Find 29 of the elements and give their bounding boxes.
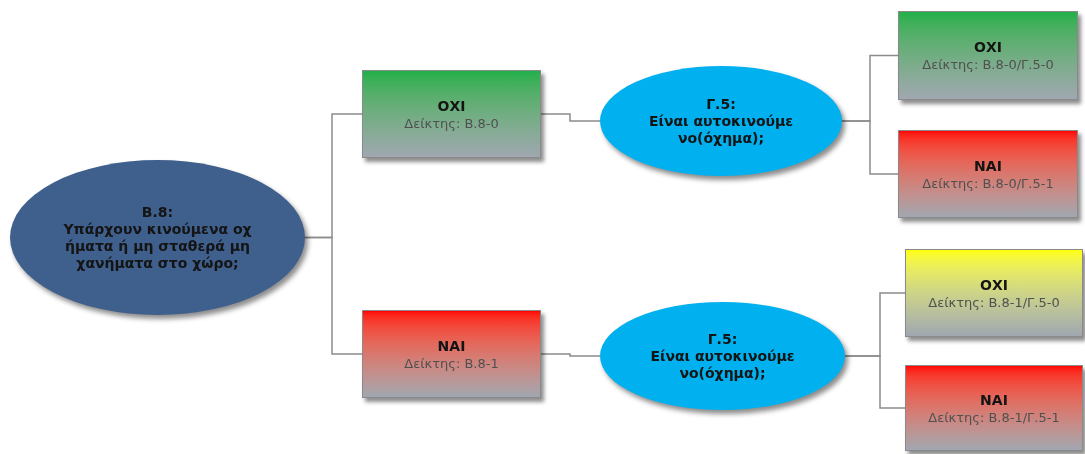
question-text: Είναι αυτοκινούμενο(όχημα); (649, 347, 796, 382)
question-text: Είναι αυτοκινούμενο(όχημα); (647, 112, 795, 147)
index-code: Δείκτης: Β.8-1/Γ.5-1 (928, 408, 1060, 426)
answer-label: ΝΑΙ (974, 156, 1002, 175)
answer-label: ΝΑΙ (437, 336, 466, 355)
index-code: Δείκτης: Β.8-0 (404, 114, 499, 132)
answer-label: ΝΑΙ (980, 390, 1008, 409)
index-code: Δείκτης: Β.8-1 (404, 354, 499, 372)
connector-line (540, 353, 601, 357)
answer-box (898, 130, 1078, 218)
connector-line (841, 120, 899, 175)
connector-line (540, 113, 601, 122)
question-code: Γ.5: (706, 95, 736, 113)
index-code: Δείκτης: Β.8-0/Γ.5-0 (922, 56, 1054, 73)
answer-label: ΟΧΙ (974, 38, 1002, 56)
answer-box (898, 11, 1078, 100)
question-code: Β.8: (141, 203, 174, 221)
answer-box (362, 310, 541, 398)
answer-box (905, 365, 1083, 451)
answer-box (362, 70, 541, 158)
question-code: Γ.5: (707, 330, 738, 348)
connector-line (844, 355, 906, 409)
index-code: Δείκτης: Β.8-1/Γ.5-0 (928, 293, 1060, 311)
answer-label: ΟΧΙ (980, 275, 1008, 294)
answer-label: ΟΧΙ (437, 96, 466, 115)
connector-line (304, 236, 363, 355)
question-text: Υπάρχουν κινούμενα οχήματα ή μη σταθερά μηχανήματα στο χώρο; (62, 220, 253, 272)
index-code: Δείκτης: Β.8-0/Γ.5-1 (922, 174, 1054, 192)
answer-box (905, 249, 1083, 337)
